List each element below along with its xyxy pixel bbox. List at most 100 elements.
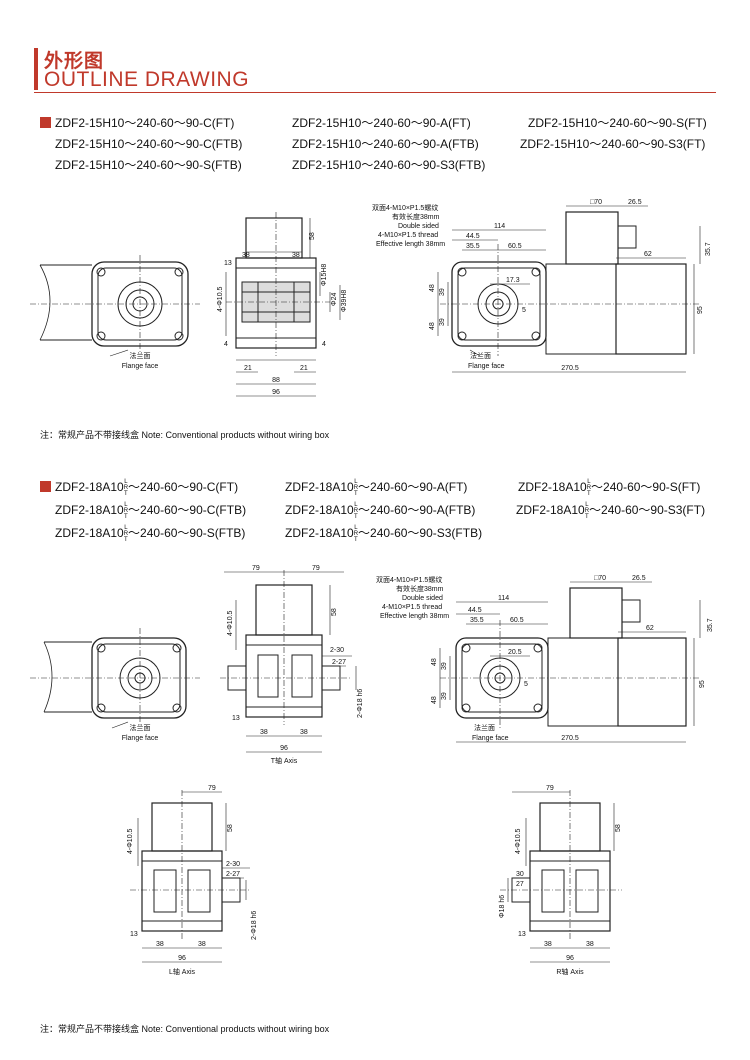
dim-label: 13 bbox=[224, 260, 232, 267]
dim-label: 96 bbox=[272, 389, 280, 396]
dim-label: 27 bbox=[516, 881, 524, 888]
title-chinese: 外形图 bbox=[44, 51, 105, 72]
axis-caption: L轴 Axis bbox=[169, 967, 196, 976]
section-marker-icon bbox=[40, 117, 51, 128]
dim-label: 2-27 bbox=[332, 659, 346, 666]
outline-drawing-section-2-upper: 法兰面 Flange face 79 79 58 4-Φ10.5 2-30 2-… bbox=[30, 565, 714, 765]
dim-label: 270.5 bbox=[561, 365, 579, 372]
outline-drawing-section-2-lower: 79 58 4-Φ10.5 2-30 2-27 2-Φ18 h6 13 38 3… bbox=[127, 785, 622, 976]
dim-label: 17.3 bbox=[506, 277, 520, 284]
dim-label: 48 bbox=[431, 696, 438, 704]
dim-label: □70 bbox=[590, 199, 602, 206]
dim-label: □70 bbox=[594, 575, 606, 582]
dim-label: Φ24 bbox=[331, 293, 338, 306]
dim-label: 60.5 bbox=[508, 243, 522, 250]
dim-label: 13 bbox=[232, 715, 240, 722]
title-accent-bar bbox=[34, 48, 38, 90]
dim-label: 4-Φ10.5 bbox=[217, 286, 224, 312]
thread-note: Effective length 38mm bbox=[376, 241, 445, 248]
dim-label: 38 bbox=[156, 941, 164, 948]
dim-label: 4-Φ10.5 bbox=[127, 828, 134, 854]
thread-note: 4-M10×P1.5 thread bbox=[382, 604, 442, 611]
thread-note: Double sided bbox=[398, 223, 439, 230]
flange-label-cn: 法兰面 bbox=[130, 351, 151, 360]
dim-label: 20.5 bbox=[508, 649, 522, 656]
thread-note: 有效长度38mm bbox=[392, 212, 440, 221]
dim-label: 96 bbox=[280, 745, 288, 752]
dim-label: 38 bbox=[292, 252, 300, 259]
title-english: OUTLINE DRAWING bbox=[44, 68, 250, 91]
note-text: 注：常规产品不带接线盒 Note: Conventional products … bbox=[40, 1024, 330, 1034]
note-text: 注：常规产品不带接线盒 Note: Conventional products … bbox=[40, 430, 330, 440]
flange-label-en: Flange face bbox=[468, 363, 505, 370]
dim-label: 96 bbox=[566, 955, 574, 962]
dim-label: 2-30 bbox=[226, 861, 240, 868]
dim-label: 38 bbox=[198, 941, 206, 948]
dim-label: 21 bbox=[244, 365, 252, 372]
dim-label: 4-Φ10.5 bbox=[227, 610, 234, 636]
dim-label: 4 bbox=[322, 341, 326, 348]
dim-label: 13 bbox=[130, 931, 138, 938]
dim-label: 26.5 bbox=[628, 199, 642, 206]
dim-label: 88 bbox=[272, 377, 280, 384]
title-rule bbox=[34, 92, 716, 93]
dim-label: 2-27 bbox=[226, 871, 240, 878]
dim-label: 2-30 bbox=[330, 647, 344, 654]
dim-label: 39 bbox=[439, 288, 446, 296]
dim-label: 35.5 bbox=[470, 617, 484, 624]
side-section-view bbox=[225, 212, 341, 397]
dim-label: 13 bbox=[518, 931, 526, 938]
axis-caption: R轴 Axis bbox=[556, 967, 584, 976]
dim-label: 38 bbox=[544, 941, 552, 948]
dim-label: 62 bbox=[644, 251, 652, 258]
model-label: ZDF2-15H10～240-60～90-S3(FTB) bbox=[292, 158, 486, 172]
dim-label: 38 bbox=[260, 729, 268, 736]
dim-label: 62 bbox=[646, 625, 654, 632]
thread-note: Effective length 38mm bbox=[380, 613, 449, 620]
dim-label: 39 bbox=[439, 318, 446, 326]
dim-label: 38 bbox=[300, 729, 308, 736]
dim-label: 58 bbox=[331, 608, 338, 616]
model-label: ZDF2-15H10～240-60～90-C(FT) bbox=[40, 114, 234, 131]
dim-label: 58 bbox=[227, 824, 234, 832]
dim-label: 44.5 bbox=[468, 607, 482, 614]
flange-label-cn: 法兰面 bbox=[470, 351, 491, 360]
dim-label: 26.5 bbox=[632, 575, 646, 582]
model-label: ZDF2-15H10～240-60～90-C(FTB) bbox=[55, 137, 243, 151]
t-axis-view bbox=[220, 570, 357, 753]
dim-label: 48 bbox=[429, 322, 436, 330]
flange-front-view bbox=[30, 628, 200, 729]
dim-label: 48 bbox=[431, 658, 438, 666]
dim-label: 4 bbox=[224, 341, 228, 348]
dim-label: Φ39H8 bbox=[341, 290, 348, 312]
dim-label: 95 bbox=[699, 680, 706, 688]
dim-label: 270.5 bbox=[561, 735, 579, 742]
gearmotor-side-view bbox=[439, 581, 701, 743]
model-label: ZDF2-15H10～240-60～90-A(FT) bbox=[292, 116, 471, 130]
r-axis-view bbox=[500, 790, 622, 963]
thread-note: 双面4-M10×P1.5螺纹 bbox=[376, 575, 442, 584]
dim-label: Φ15H8 bbox=[321, 264, 328, 286]
thread-note: 双面4-M10×P1.5螺纹 bbox=[372, 203, 438, 212]
dim-label: Φ18 h6 bbox=[499, 895, 506, 918]
model-label: ZDF2-15H10～240-60～90-S(FTB) bbox=[55, 158, 242, 172]
dim-label: 58 bbox=[309, 232, 316, 240]
dim-label: 5 bbox=[522, 307, 526, 314]
dim-label: 4-Φ10.5 bbox=[515, 828, 522, 854]
dim-label: 96 bbox=[178, 955, 186, 962]
dim-label: 39 bbox=[441, 662, 448, 670]
axis-caption: T轴 Axis bbox=[271, 756, 298, 765]
dim-label: 79 bbox=[208, 785, 216, 792]
dim-label: 44.5 bbox=[466, 233, 480, 240]
flange-label-cn: 法兰面 bbox=[130, 723, 151, 732]
dim-label: 60.5 bbox=[510, 617, 524, 624]
flange-label-en: Flange face bbox=[122, 363, 159, 370]
dim-label: 35.7 bbox=[707, 618, 714, 632]
